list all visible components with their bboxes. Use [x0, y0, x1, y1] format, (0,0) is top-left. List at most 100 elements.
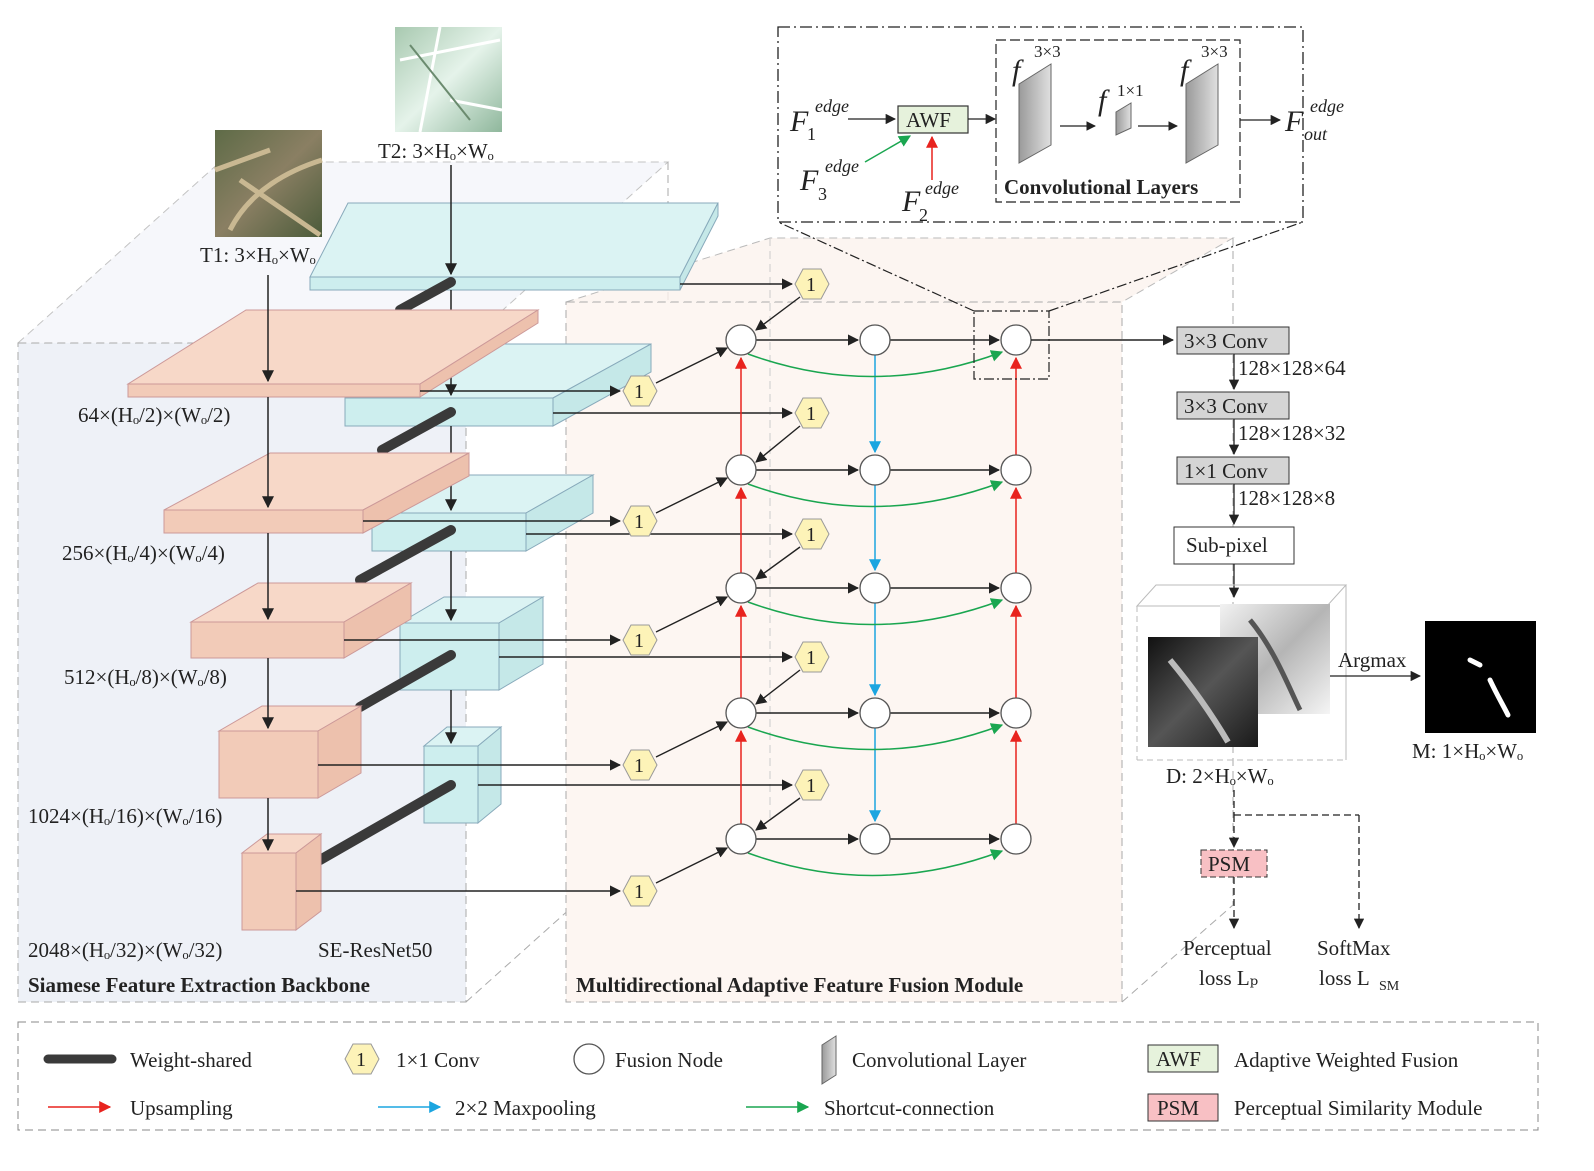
conv-layer-icon — [1115, 102, 1132, 136]
t1-image — [214, 130, 323, 238]
legend-shortcut: Shortcut-connection — [824, 1096, 995, 1120]
softmax-loss-line2: loss L — [1319, 966, 1370, 990]
conv-badge: 1 — [622, 505, 658, 537]
upsampling-arrows — [735, 356, 1022, 824]
f1-edge-label: F edge 1 — [789, 96, 849, 144]
psm-label: PSM — [1208, 852, 1250, 876]
backbone-name: SE-ResNet50 — [318, 938, 432, 962]
legend-upsampling: Upsampling — [130, 1096, 233, 1120]
fusion-node — [725, 454, 757, 486]
svg-text:1: 1 — [806, 647, 816, 669]
svg-text:1: 1 — [806, 775, 816, 797]
dim2-label: 128×128×32 — [1238, 421, 1346, 445]
svg-text:3: 3 — [818, 184, 827, 204]
f2-edge-label: F edge 2 — [901, 178, 959, 225]
softmax-loss-sub: SM — [1379, 979, 1400, 994]
subpixel-label: Sub-pixel — [1186, 533, 1268, 557]
conv-badge: 1 — [794, 397, 830, 429]
perceptual-loss-line1: Perceptual — [1183, 936, 1272, 960]
legend-awf: Adaptive Weighted Fusion — [1234, 1048, 1459, 1072]
fusion-node — [1000, 823, 1032, 855]
conv2-label: 3×3 Conv — [1184, 394, 1268, 418]
d-label: D: 2×Hₒ×Wₒ — [1166, 764, 1274, 788]
conv-layer-icon — [1185, 63, 1219, 164]
conv-badge: 1 — [794, 268, 830, 300]
stage-label-3: 512×(Hₒ/8)×(Wₒ/8) — [64, 665, 227, 689]
awf-box-label: AWF — [906, 108, 951, 132]
stage-label-4: 1024×(Hₒ/16)×(Wₒ/16) — [28, 804, 222, 828]
conv-badge: 1 — [622, 375, 658, 407]
fusion-node — [859, 572, 891, 604]
conv-k-2: 1×1 — [1117, 81, 1144, 100]
weight-shared-bars — [315, 277, 456, 865]
svg-text:edge: edge — [825, 156, 859, 176]
svg-text:F: F — [1284, 105, 1304, 138]
legend-psm: Perceptual Similarity Module — [1234, 1096, 1482, 1120]
perceptual-loss-line2: loss Lₚ — [1199, 966, 1258, 990]
head-pipeline: 3×3 Conv 128×128×64 3×3 Conv 128×128×32 … — [1031, 326, 1536, 994]
t1-stage-5 — [240, 832, 323, 932]
svg-text:out: out — [1304, 124, 1328, 144]
argmax-label: Argmax — [1338, 648, 1407, 672]
legend-conv1x1: 1×1 Conv — [396, 1048, 480, 1072]
svg-text:edge: edge — [925, 178, 959, 198]
fusion-nodes — [725, 324, 1032, 855]
legend-awf-box: AWF — [1156, 1047, 1201, 1071]
legend-fusion-node: Fusion Node — [615, 1048, 723, 1072]
svg-text:1: 1 — [634, 381, 644, 403]
conv-badges: 1 1 1 1 1 1 1 1 1 1 — [622, 268, 830, 907]
fout-edge-label: F edge out — [1284, 96, 1344, 144]
conv1-label: 3×3 Conv — [1184, 329, 1268, 353]
zoom-box — [777, 221, 1304, 380]
t2-stage-1 — [309, 202, 719, 291]
fusion-node — [725, 572, 757, 604]
svg-text:edge: edge — [1310, 96, 1344, 116]
conv-k-3: 3×3 — [1201, 42, 1228, 61]
legend-weight-shared: Weight-shared — [130, 1048, 252, 1072]
dim3-label: 128×128×8 — [1238, 486, 1335, 510]
svg-text:1: 1 — [806, 274, 816, 296]
t1-label: T1: 3×Hₒ×Wₒ — [200, 243, 316, 267]
fusion-title: Multidirectional Adaptive Feature Fusion… — [576, 973, 1023, 997]
svg-text:1: 1 — [634, 511, 644, 533]
awf-detail-panel: F edge 1 F edge 3 F edge 2 AWF f 3×3 — [777, 26, 1344, 225]
conv-badge: 1 — [622, 875, 658, 907]
conv-layer-icon — [1018, 63, 1052, 164]
t1-stage-2 — [163, 452, 470, 534]
fusion-region — [565, 237, 1235, 1003]
badge-to-node-arrows — [655, 296, 801, 884]
dim1-label: 128×128×64 — [1238, 356, 1346, 380]
fusion-node — [1000, 454, 1032, 486]
t2-image — [395, 26, 503, 133]
m-output-image — [1425, 621, 1536, 733]
fusion-node — [725, 324, 757, 356]
svg-text:1: 1 — [634, 881, 644, 903]
fusion-node — [859, 324, 891, 356]
feature-arrows — [296, 278, 794, 897]
legend-psm-box: PSM — [1157, 1096, 1199, 1120]
conv-badge: 1 — [794, 769, 830, 801]
node-horizontal-arrows — [756, 334, 1001, 845]
d-output-cube — [1135, 584, 1348, 761]
conv-badge: 1 — [622, 624, 658, 656]
conv-badge: 1 — [794, 518, 830, 550]
conv-badge: 1 — [622, 749, 658, 781]
fusion-node — [725, 823, 757, 855]
t2-label: T2: 3×Hₒ×Wₒ — [378, 139, 494, 163]
softmax-loss-line1: SoftMax — [1317, 936, 1391, 960]
t2-stage-5 — [422, 725, 503, 825]
fusion-node — [859, 697, 891, 729]
backbone-title: Siamese Feature Extraction Backbone — [28, 973, 370, 997]
stage-label-5: 2048×(Hₒ/32)×(Wₒ/32) — [28, 938, 222, 962]
t1-stage-3 — [189, 582, 413, 659]
fusion-node — [1000, 697, 1032, 729]
stage-label-2: 256×(Hₒ/4)×(Wₒ/4) — [62, 541, 225, 565]
shortcut-arrows — [747, 350, 1004, 877]
legend: Weight-shared 1 1×1 Conv Fusion Node Con… — [17, 1021, 1539, 1131]
fusion-node — [725, 697, 757, 729]
svg-text:1: 1 — [634, 630, 644, 652]
conv-layers-title: Convolutional Layers — [1004, 175, 1198, 199]
legend-maxpool: 2×2 Maxpooling — [455, 1096, 596, 1120]
svg-text:edge: edge — [815, 96, 849, 116]
